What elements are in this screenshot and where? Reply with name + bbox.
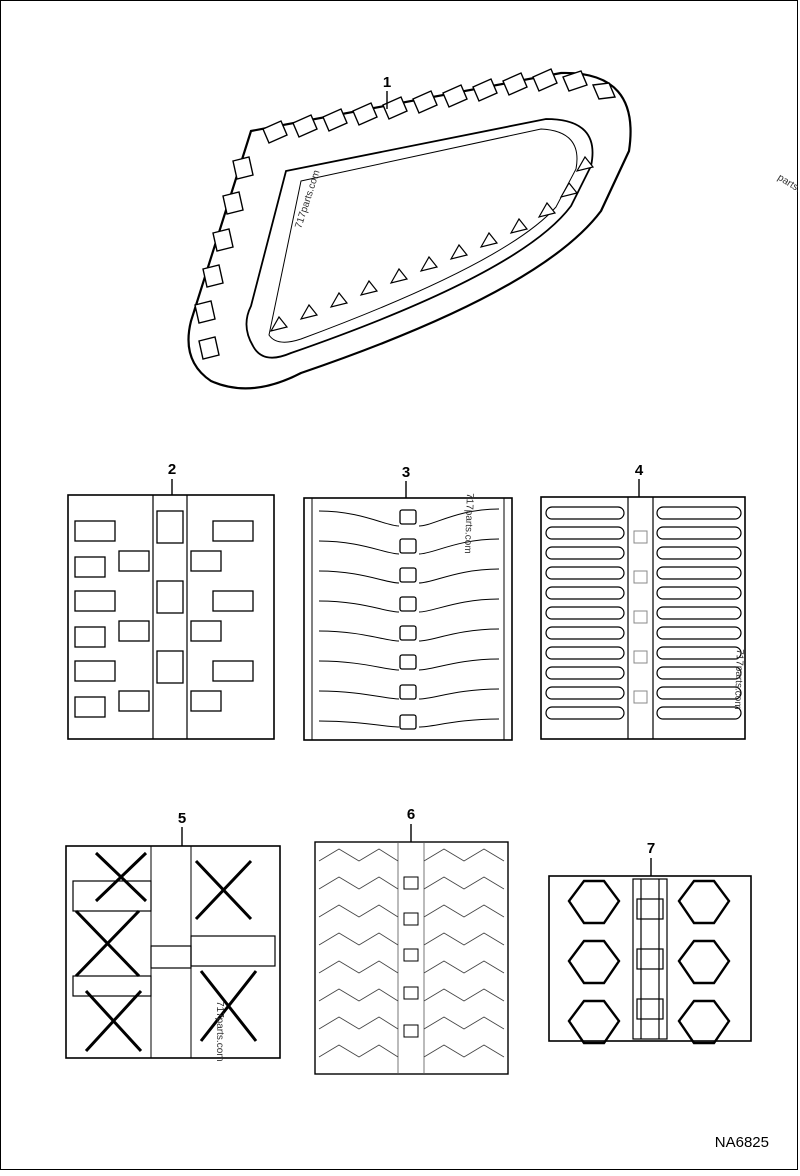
callout-1: 1: [383, 74, 391, 91]
watermark-3: 717parts.com: [462, 493, 475, 554]
x-lug-tread-pattern-icon: [65, 827, 281, 1059]
rubber-track-assembly-icon: [187, 68, 632, 390]
zigzag-tread-pattern-icon: [314, 824, 509, 1075]
callout-3: 3: [402, 464, 410, 481]
block-tread-pattern-icon: [67, 479, 275, 740]
figure-reference: NA6825: [715, 1134, 769, 1151]
callout-5: 5: [178, 810, 186, 827]
callout-6: 6: [407, 806, 415, 823]
turf-tread-pattern-icon: [303, 481, 513, 741]
bar-tread-pattern-icon: [540, 479, 746, 740]
hex-tread-pattern-icon: [548, 858, 752, 1045]
watermark-5: 717parts.com: [214, 1001, 225, 1062]
watermark-2: parts.com: [775, 172, 799, 205]
callout-2: 2: [168, 461, 176, 478]
callout-7: 7: [647, 840, 655, 857]
callout-4: 4: [635, 462, 644, 479]
watermark-4: 717parts.com: [732, 649, 745, 710]
